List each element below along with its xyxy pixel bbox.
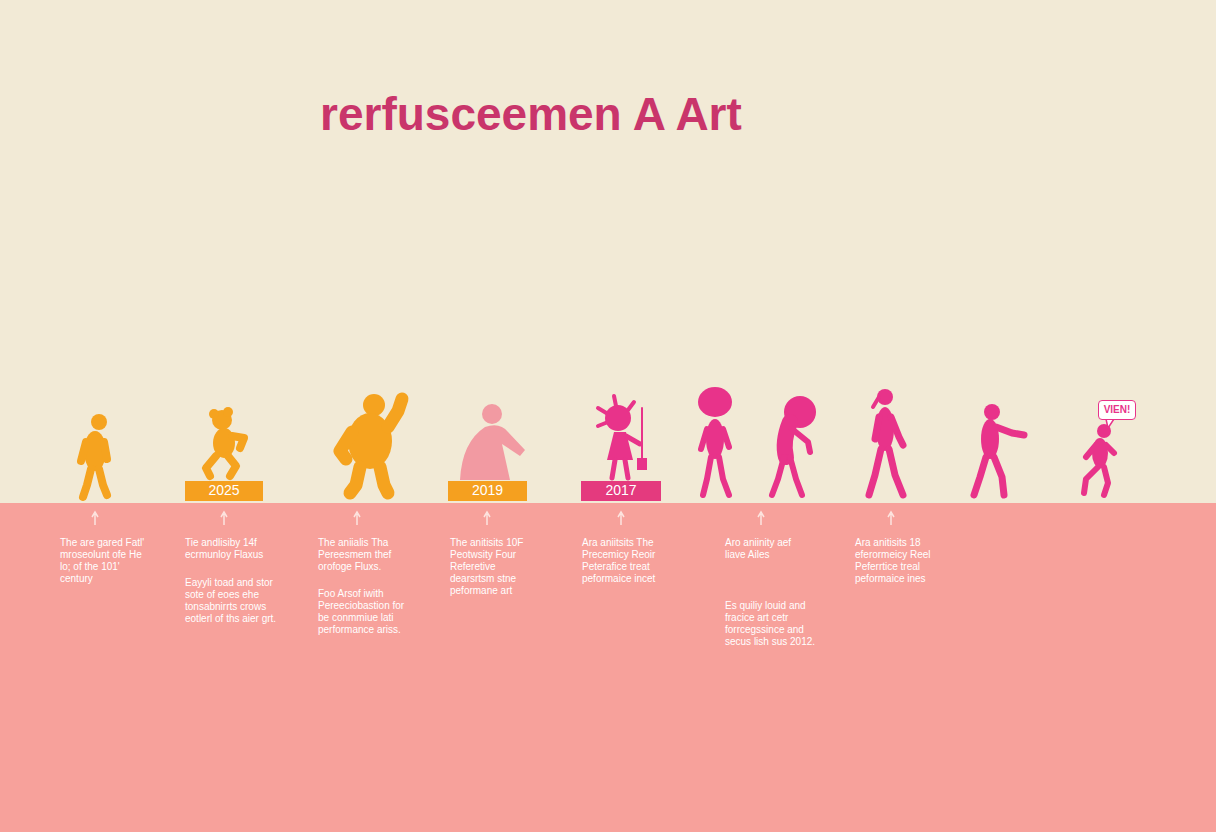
year-box: 2025 [185,481,263,501]
timeline-note: The aniialis Tha Pereesmem thef orofoge … [318,537,408,573]
silhouette [772,396,816,495]
silhouette [698,387,732,495]
timeline-note: Aro aniinity aef liave Ailes [725,537,795,561]
silhouette [460,404,525,480]
limbs [772,429,810,495]
afro-head [698,387,732,417]
limbs [612,436,640,478]
hair [209,409,219,419]
node-text: 2019 [448,481,527,499]
tick-arrow [92,512,98,525]
node-text: 2017 [581,481,661,499]
stick [641,408,643,458]
tick-arrow [221,512,227,525]
silhouette [598,396,647,478]
speech-bubble: VIEN! [1098,400,1136,420]
torso [785,422,790,457]
silhouette [81,414,107,497]
tick-arrow [758,512,764,525]
silhouette [1084,424,1114,495]
bubble-tail [1106,419,1114,428]
lower-ground [0,503,1216,832]
timeline-note: Eayyli toad and stor sote of eoes ehe to… [185,577,280,625]
tick-arrow [354,512,360,525]
limbs [701,429,729,495]
limbs [974,427,1024,495]
head [363,394,385,416]
silhouette [974,404,1024,495]
ponytail [873,397,879,407]
head [482,404,502,424]
timeline-note: Tie andlisiby 14f ecrmunloy Flaxus [185,537,270,561]
timeline-note: The anitisits 10F Peotwsity Four Referet… [450,537,542,597]
bag [637,458,647,470]
torso [706,419,724,459]
hair [223,407,233,417]
timeline-note: Foo Arsof iwith Pereeciobastion for be c… [318,588,410,636]
head [91,414,107,430]
tick-arrow [484,512,490,525]
upper-ground [0,0,1216,503]
tick-marks [92,512,894,525]
node-text: 2025 [185,481,263,499]
timeline-note: The are gared Fatl' mroseolunt ofe He lo… [60,537,152,585]
limbs [340,399,402,493]
silhouette [869,389,903,495]
year-box: 2017 [581,481,661,501]
tick-arrow [618,512,624,525]
timeline-note: Es quiliy louid and fracice art cetr for… [725,600,817,648]
hair-strands [598,396,634,426]
limbs [81,442,107,497]
timeline-note: Ara anitisits 18 eferormeicy Reel Peferr… [855,537,947,585]
silhouette [340,394,402,493]
head [984,404,1000,420]
silhouette [206,407,244,476]
title: rerfusceemen A Art [320,88,742,140]
tick-arrow [888,512,894,525]
limbs [869,417,903,495]
limbs [1084,445,1114,495]
timeline-note: Ara aniitsits The Precemicy Reoir Petera… [582,537,672,585]
limbs [206,436,244,476]
year-box: 2019 [448,481,527,501]
node-text: VIEN! [1099,401,1135,419]
body [460,425,525,480]
